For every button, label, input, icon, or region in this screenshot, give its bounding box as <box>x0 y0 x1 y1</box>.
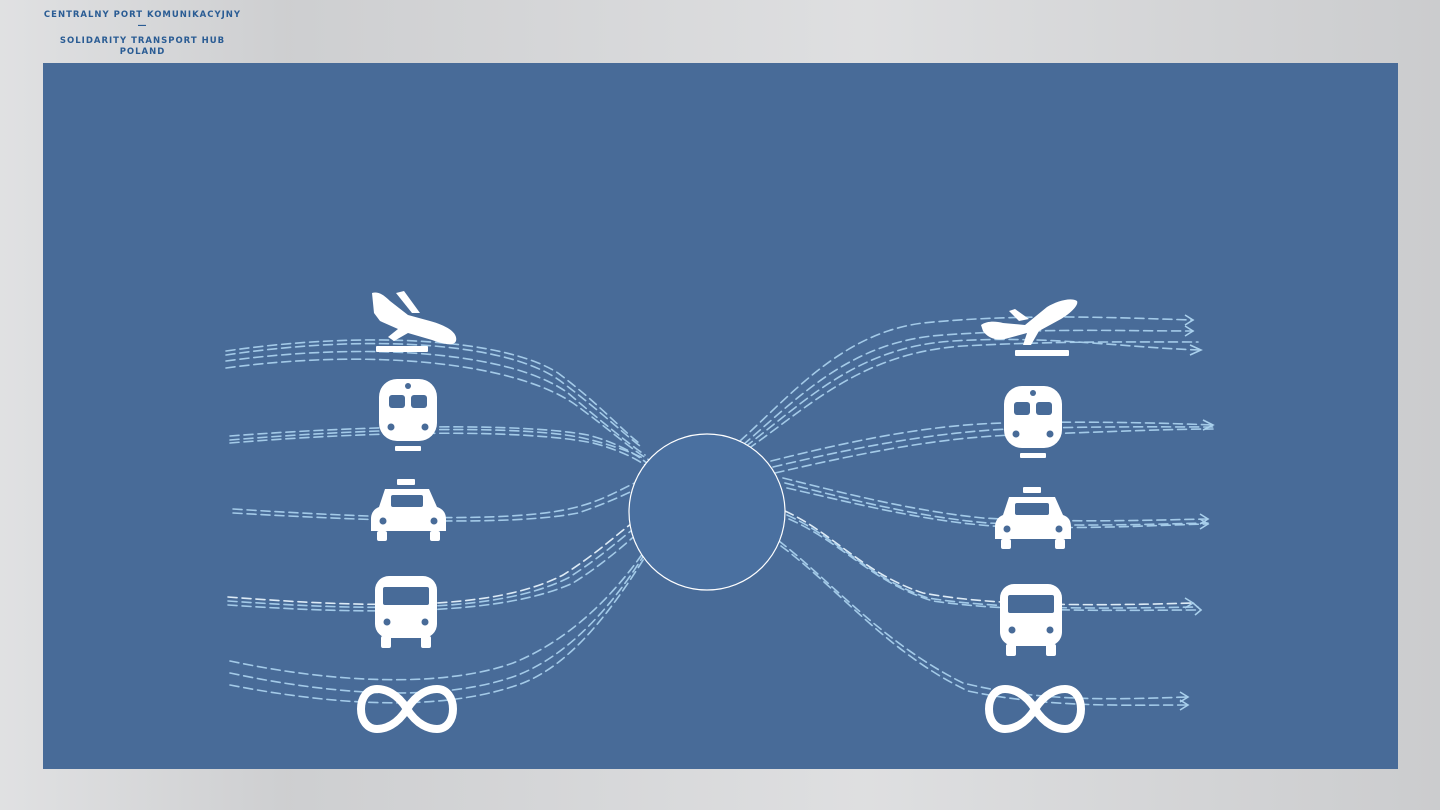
train-icon <box>379 379 437 451</box>
taxi-icon <box>995 487 1071 549</box>
train-icon <box>1004 386 1062 458</box>
logo-line-2: SOLIDARITY TRANSPORT HUB <box>59 36 226 46</box>
bus-icon <box>1000 584 1062 656</box>
bus-icon <box>375 576 437 648</box>
infinity-icon <box>984 684 1086 734</box>
plane-takeoff-icon <box>981 299 1078 356</box>
right-flow-lines <box>739 316 1214 707</box>
logo-line-3: POLAND <box>119 47 166 57</box>
flow-arrowheads <box>1179 314 1215 711</box>
left-flow-lines <box>225 339 654 704</box>
diagram-panel <box>43 63 1398 769</box>
logo-divider: — <box>137 21 148 31</box>
infinity-icon <box>356 684 458 734</box>
plane-landing-icon <box>372 291 457 352</box>
logo-line-1: CENTRALNY PORT KOMUNIKACYJNY <box>43 10 242 20</box>
cpk-logo: CENTRALNY PORT KOMUNIKACYJNY — SOLIDARIT… <box>40 10 245 58</box>
hub-circle <box>628 433 786 591</box>
taxi-icon <box>371 479 446 541</box>
transport-hub-diagram <box>225 291 1215 734</box>
